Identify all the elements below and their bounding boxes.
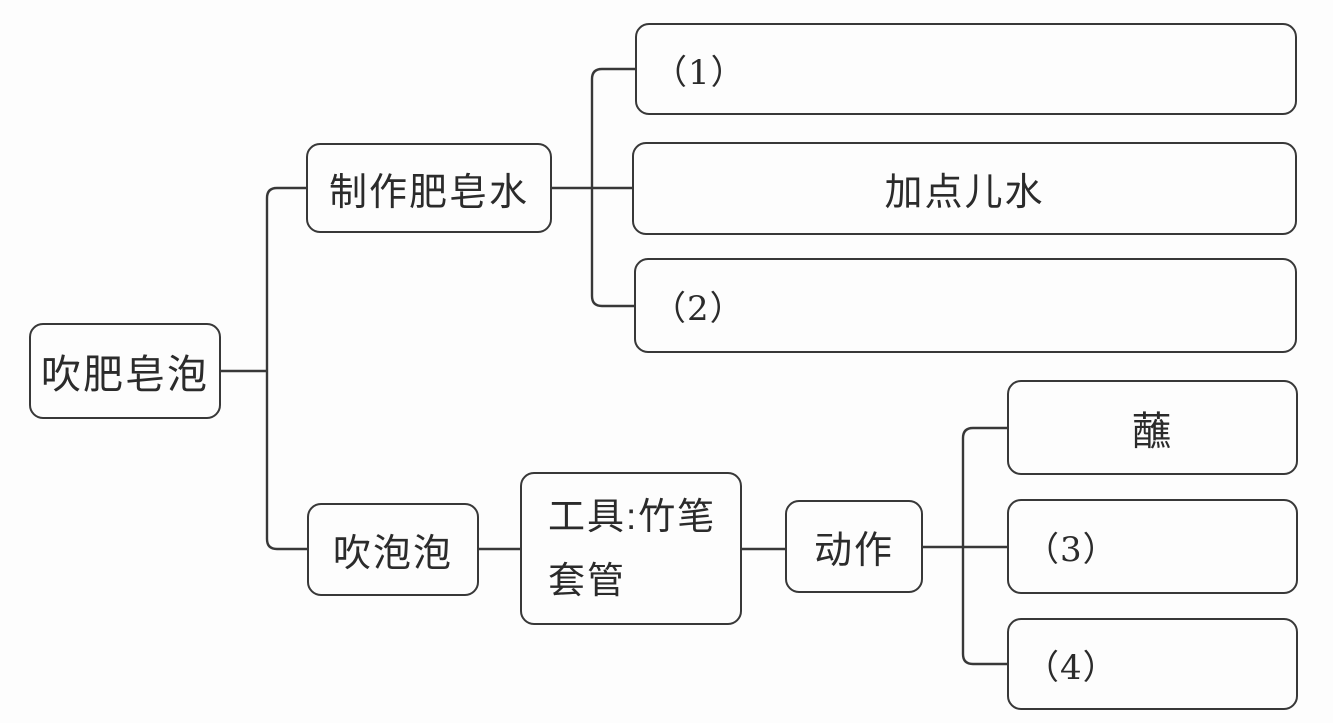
node-root: 吹肥皂泡 [29,323,221,419]
connector-branch1-spine [265,186,307,551]
node-tool-line2: 套管 [548,559,626,601]
node-step4-label: （4） [1025,647,1118,688]
node-make-soap-water-label: 制作肥皂水 [328,171,529,214]
node-dip: 蘸 [1007,380,1298,475]
node-make-soap-water: 制作肥皂水 [306,143,552,233]
node-step2: （2） [634,258,1297,353]
node-root-label: 吹肥皂泡 [41,353,209,397]
node-step1: （1） [635,23,1297,115]
node-step4: （4） [1007,618,1298,710]
node-tool-line1: 工具:竹笔 [548,495,717,537]
node-step3: （3） [1007,499,1298,594]
node-step1-label: （1） [653,52,746,93]
node-tool: 工具:竹笔 套管 [520,472,742,625]
node-blow-bubbles: 吹泡泡 [307,503,479,596]
node-dip-label: 蘸 [1131,408,1174,455]
connector-branch1-children-spine [590,67,635,308]
node-action: 动作 [785,500,923,593]
node-add-water: 加点儿水 [632,142,1297,235]
node-step2-label: （2） [652,289,745,329]
node-step3-label: （3） [1025,530,1118,570]
connector-branch2-children-spine [961,426,1007,666]
node-blow-bubbles-label: 吹泡泡 [332,533,453,575]
node-add-water-label: 加点儿水 [884,172,1045,214]
node-action-label: 动作 [813,530,894,572]
